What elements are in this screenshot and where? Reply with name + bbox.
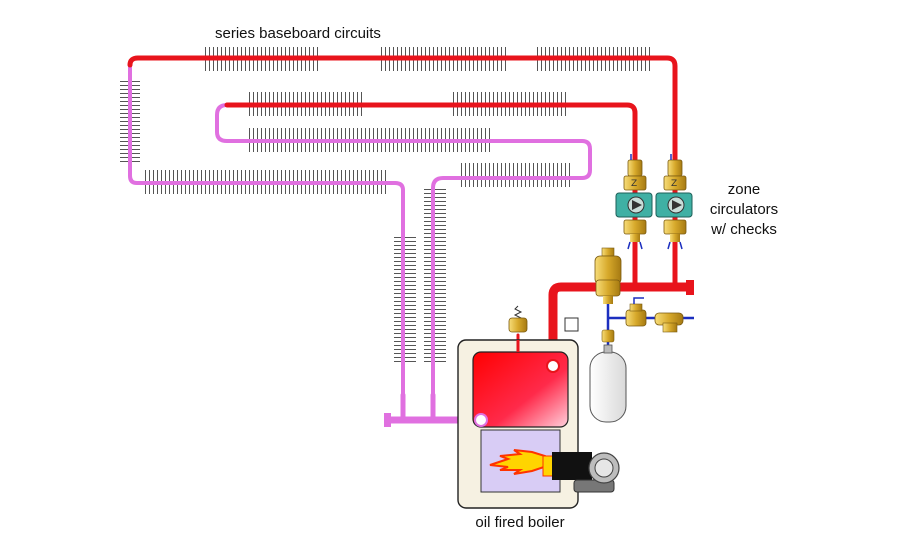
zone-circulator-group: Z Z — [615, 154, 693, 250]
boiler — [457, 339, 579, 509]
pressure-reducing-valve-icon — [625, 297, 647, 327]
check-valve-icon — [623, 219, 647, 235]
backflow-preventer-icon — [654, 312, 684, 333]
supply-pipe — [224, 102, 638, 288]
zone-circulators-label-line3: w/ checks — [710, 221, 777, 238]
supply-piping — [127, 55, 693, 375]
svg-text:Z: Z — [671, 179, 677, 189]
return-pipe — [128, 63, 405, 397]
check-valve-icon — [667, 159, 683, 177]
supply-pipe — [127, 55, 678, 288]
check-valve-icon — [663, 219, 687, 235]
check-valve-icon — [627, 159, 643, 177]
zone-circulators-label-line1: zone — [728, 181, 761, 198]
check-valve-icon — [663, 175, 687, 191]
return-tapping — [474, 413, 488, 427]
svg-text:Z: Z — [631, 179, 637, 189]
zone-circulator-2: Z — [655, 154, 693, 250]
oil-burner-icon — [489, 449, 620, 493]
boiler-label: oil fired boiler — [475, 514, 564, 531]
zone-circulator-1: Z — [615, 154, 653, 250]
supply-header — [548, 282, 693, 375]
makeup-water-line — [601, 297, 694, 345]
return-pipe — [215, 103, 592, 397]
zone-circulators-label-line2: circulators — [710, 201, 778, 218]
boiler-heat-exchanger — [472, 351, 569, 428]
supply-tapping — [546, 359, 560, 373]
baseboard-fin — [458, 163, 573, 187]
expansion-tank-icon — [589, 344, 627, 423]
baseboard-elements — [120, 47, 652, 365]
air-separator-icon — [594, 247, 622, 304]
return-drop — [400, 392, 436, 423]
check-valve-icon — [601, 329, 615, 343]
supply-cap — [686, 280, 694, 295]
aquastat-box — [564, 317, 579, 332]
return-cap — [384, 413, 391, 427]
pressure-relief-valve-icon — [508, 305, 528, 333]
diagram-title: series baseboard circuits — [215, 25, 381, 42]
check-valve-icon — [623, 175, 647, 191]
